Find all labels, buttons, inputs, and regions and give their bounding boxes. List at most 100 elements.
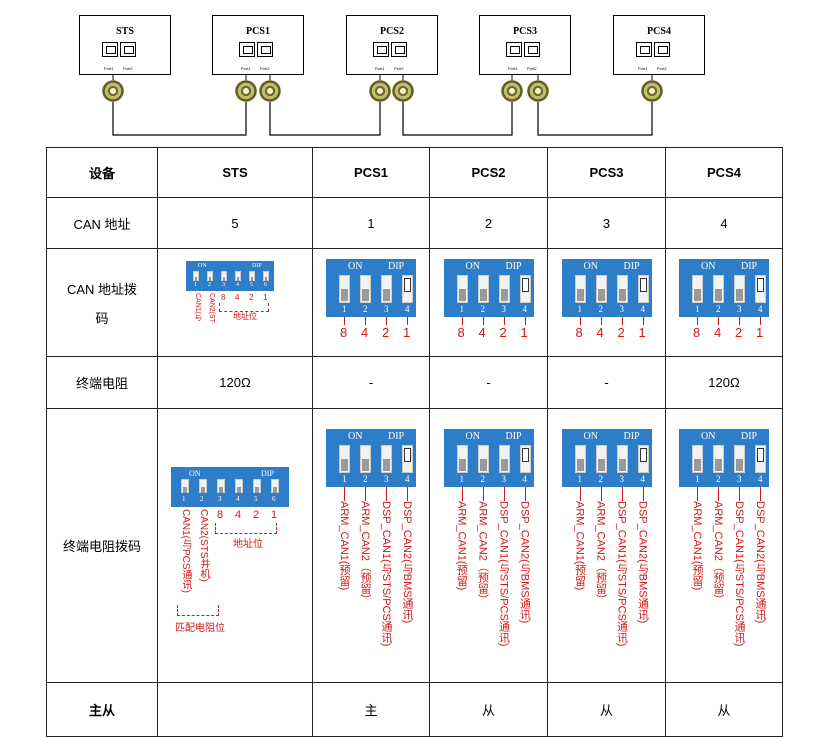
port-2 bbox=[257, 42, 273, 57]
dip-name-label: DIP bbox=[388, 431, 405, 442]
dip-name-label: DIP bbox=[388, 261, 405, 272]
dip-switch-number: 2 bbox=[363, 474, 368, 484]
dip-on-label: ON bbox=[583, 431, 598, 442]
dip-switch-number: 3 bbox=[218, 495, 222, 503]
dip-name-label: DIP bbox=[252, 263, 262, 269]
dip-toggle bbox=[360, 445, 371, 473]
row-label: CAN 地址拨 码 bbox=[46, 248, 158, 357]
row-label-line-2: 码 bbox=[95, 310, 109, 326]
dip-toggle-knob bbox=[500, 289, 508, 301]
dip-toggle-knob bbox=[715, 289, 722, 301]
ferrite-ring-icon bbox=[102, 80, 124, 102]
cell-value: - bbox=[429, 356, 548, 409]
bit-value: 2 bbox=[735, 325, 743, 340]
dip-toggle bbox=[616, 445, 628, 473]
dip-toggle bbox=[199, 479, 207, 493]
bit-value: 4 bbox=[596, 325, 604, 340]
dip-toggle bbox=[381, 275, 392, 303]
switch-function-label: ARM_CAN1(预留) bbox=[573, 501, 586, 591]
cell-value: 1 bbox=[312, 197, 430, 249]
switch-function-label: ARM_CAN2（预留） bbox=[712, 501, 724, 605]
bit-leader-line bbox=[524, 317, 526, 325]
label-leader-line bbox=[600, 487, 602, 501]
dip-toggle bbox=[477, 445, 489, 473]
dip-toggle-knob bbox=[736, 459, 743, 471]
dip-switch-number: 4 bbox=[236, 495, 240, 503]
dip-switch-number: 3 bbox=[619, 474, 625, 484]
dip-switch-number: 1 bbox=[194, 282, 197, 288]
dip-toggle bbox=[755, 445, 766, 473]
dip-toggle bbox=[692, 445, 703, 473]
dip-toggle bbox=[181, 479, 189, 493]
dip-toggle bbox=[595, 445, 607, 473]
dip-toggle-knob bbox=[458, 459, 466, 471]
dip-toggle bbox=[498, 445, 510, 473]
dip-toggle-knob bbox=[521, 448, 529, 462]
bit-value: 1 bbox=[638, 325, 646, 340]
dip-toggle bbox=[249, 271, 255, 281]
dip-switch-number: 3 bbox=[384, 474, 389, 484]
switch-function-label: DSP_CAN2(与BMS通讯) bbox=[754, 501, 766, 624]
dip-toggle-knob bbox=[639, 278, 647, 292]
dip-toggle-knob bbox=[521, 278, 529, 292]
dip-toggle-knob bbox=[383, 459, 390, 471]
device-box-sts: STS Port1 Port2 bbox=[79, 15, 171, 75]
bit-leader-line bbox=[503, 317, 505, 325]
label-leader-line bbox=[642, 487, 644, 501]
header-cell: PCS3 bbox=[547, 147, 666, 198]
row-label-line-1: CAN 地址拨 bbox=[66, 281, 138, 297]
switch-function-label: ARM_CAN2（预留） bbox=[594, 501, 607, 605]
ferrite-ring-icon bbox=[527, 80, 549, 102]
dip-on-label: ON bbox=[701, 261, 716, 272]
address-bit-value: 4 bbox=[235, 293, 240, 302]
switch-function-label: DSP_CAN1(与STS/PCS通讯) bbox=[380, 501, 392, 647]
label-leader-line bbox=[365, 487, 366, 501]
dip-switch-number: 1 bbox=[459, 474, 465, 484]
cell-value: - bbox=[547, 356, 666, 409]
bit-leader-line bbox=[407, 317, 408, 325]
dip-toggle-knob bbox=[237, 487, 241, 493]
bit-value: 8 bbox=[693, 325, 701, 340]
dip-toggle bbox=[574, 445, 586, 473]
dip-on-label: ON bbox=[348, 431, 363, 442]
dip-toggle-knob bbox=[479, 459, 487, 471]
dip-switch-number: 1 bbox=[342, 474, 347, 484]
address-bit-value: 1 bbox=[263, 293, 268, 302]
dip-switch-number: 4 bbox=[522, 474, 528, 484]
header-cell: STS bbox=[157, 147, 313, 198]
can-wiring-diagram: STS Port1 Port2 PCS1 Port1 Port2 PCS2 Po… bbox=[0, 0, 816, 145]
row-label: CAN 地址 bbox=[46, 197, 158, 249]
label-leader-line bbox=[461, 487, 463, 501]
dip-toggle-knob bbox=[458, 289, 466, 301]
table-row-termination: 终端电阻 120Ω - - - 120Ω bbox=[46, 356, 783, 409]
dip-toggle-knob bbox=[757, 278, 764, 292]
bit-leader-line bbox=[621, 317, 623, 325]
dip-toggle bbox=[360, 275, 371, 303]
dip-toggle-knob bbox=[618, 289, 626, 301]
dip-toggle bbox=[235, 271, 241, 281]
bit-leader-line bbox=[760, 317, 761, 325]
dip-toggle bbox=[271, 479, 279, 493]
dip-toggle-knob bbox=[383, 289, 390, 301]
dip-on-label: ON bbox=[189, 469, 201, 478]
dip-toggle bbox=[734, 275, 745, 303]
switch-function-label: ARM_CAN1(预留) bbox=[455, 501, 468, 591]
dip-toggle-knob bbox=[757, 448, 764, 462]
row-label: 终端电阻 bbox=[46, 356, 158, 409]
dip-toggle bbox=[713, 275, 724, 303]
dip-toggle-knob bbox=[362, 459, 369, 471]
bit-value: 8 bbox=[575, 325, 583, 340]
label-leader-line bbox=[524, 487, 526, 501]
port-2 bbox=[524, 42, 540, 57]
dip-toggle-knob bbox=[341, 459, 348, 471]
port-1 bbox=[636, 42, 652, 57]
